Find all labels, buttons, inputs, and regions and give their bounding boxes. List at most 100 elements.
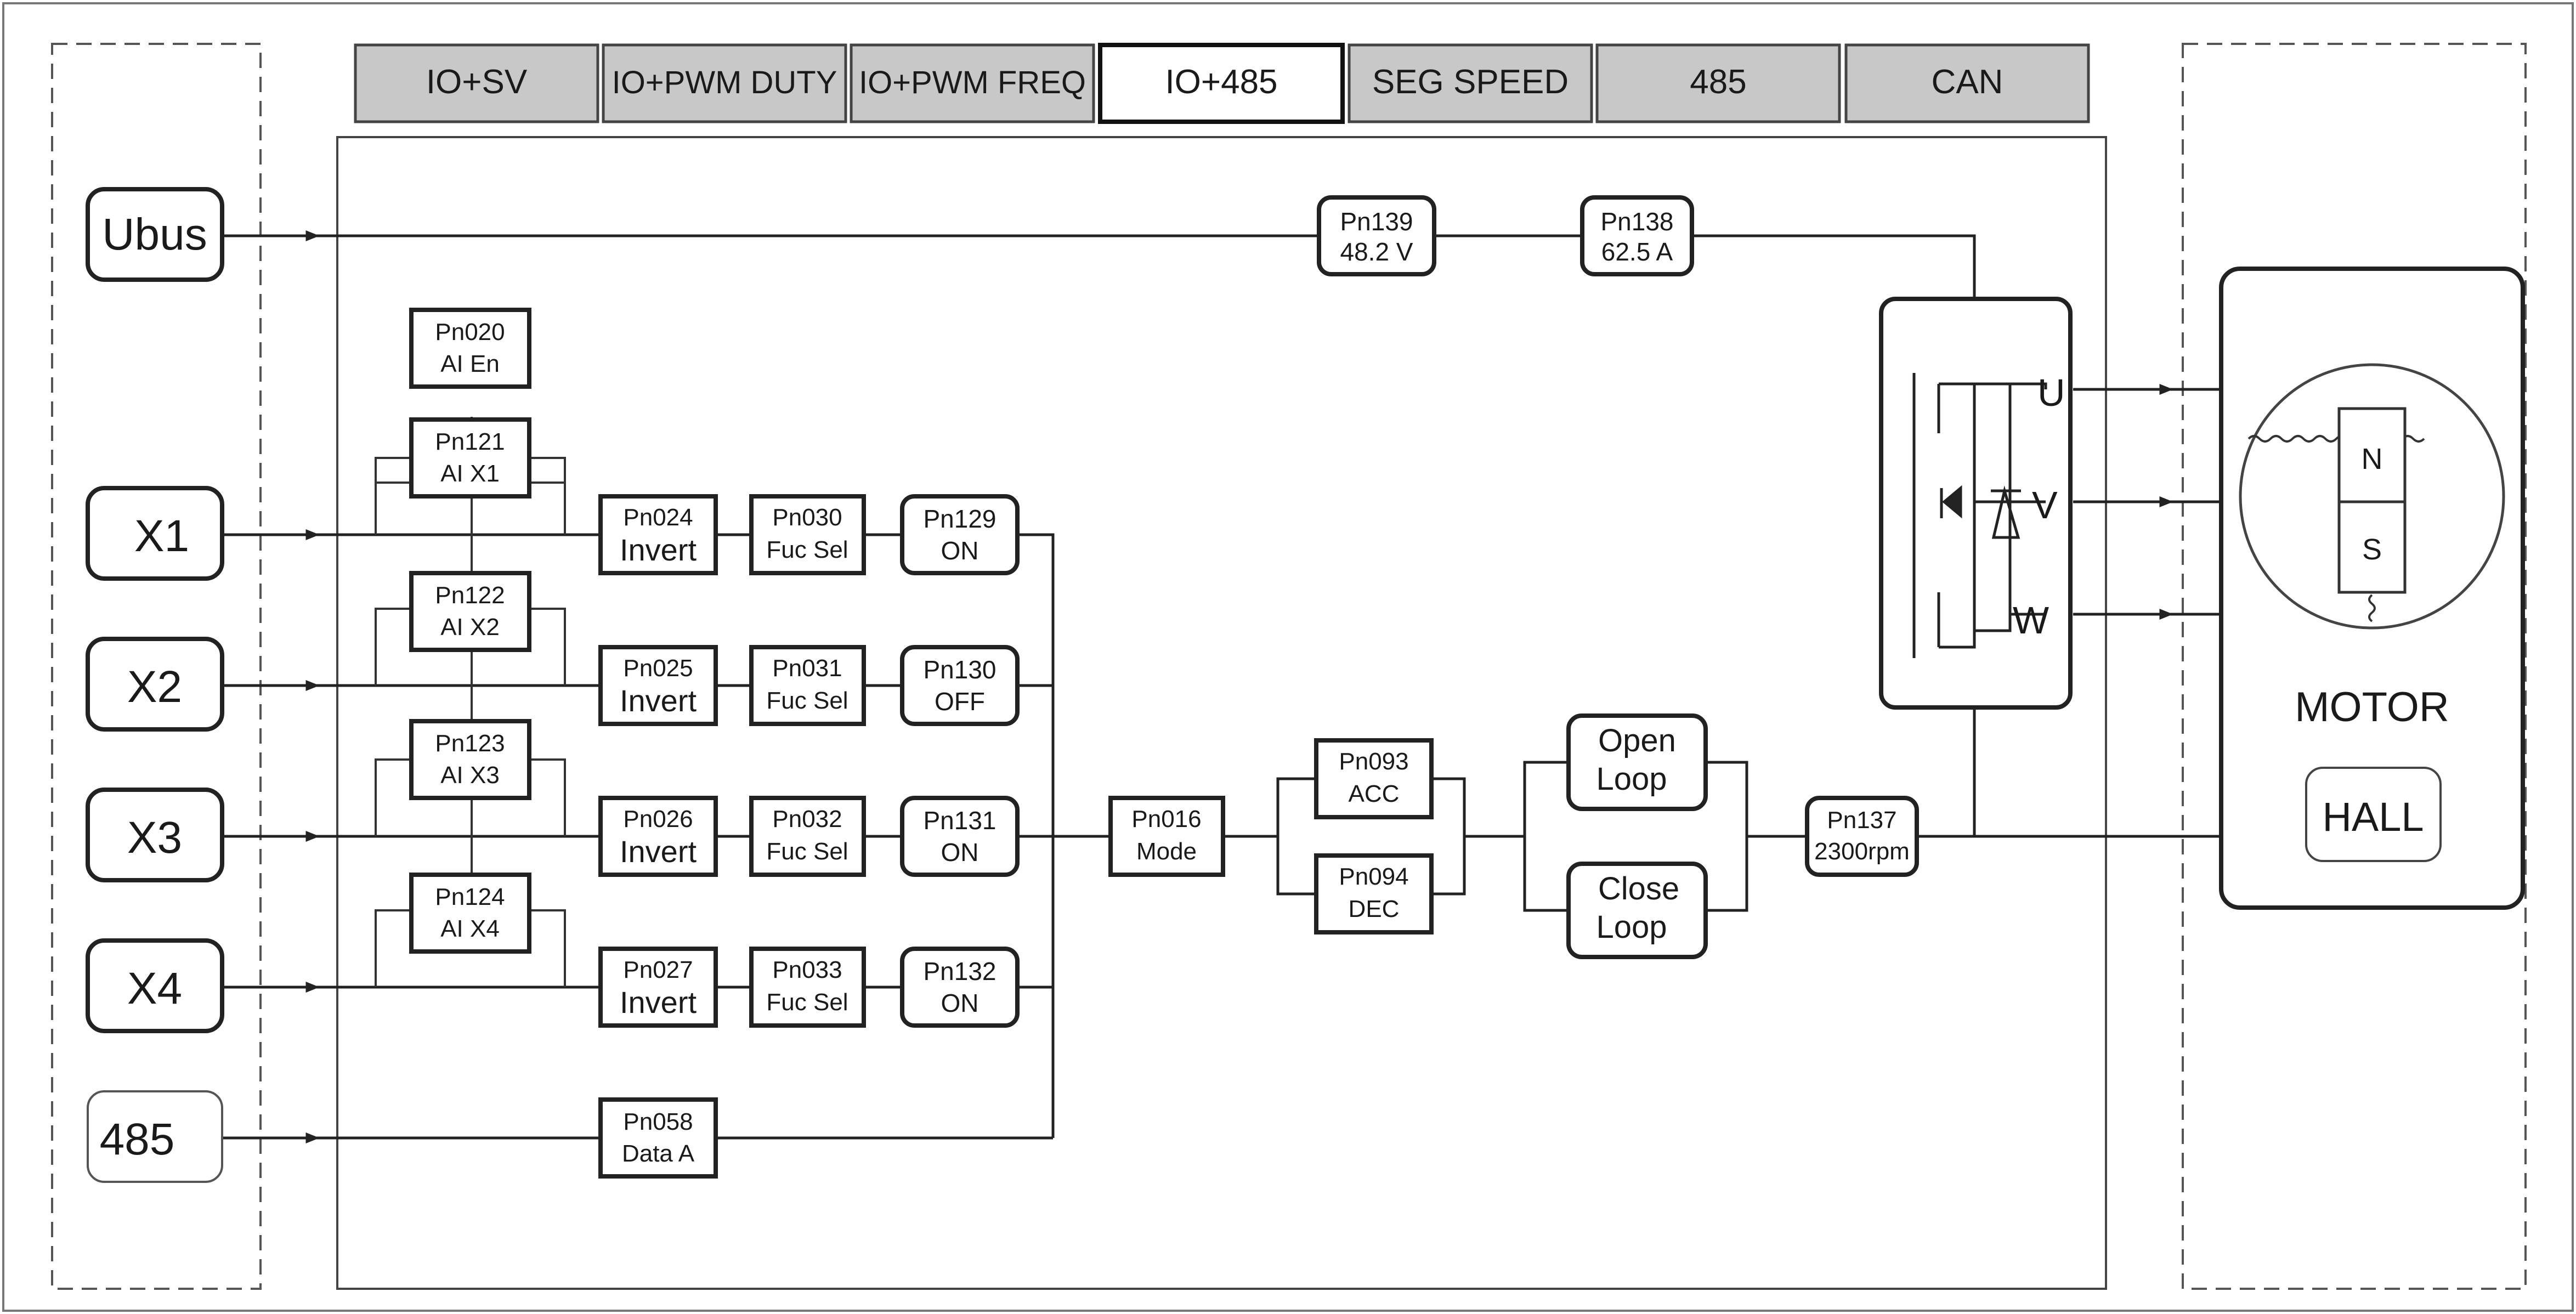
param-pn031[interactable]: Pn031 Fuc Sel	[749, 645, 866, 726]
param-pn058[interactable]: Pn058 Data A	[598, 1097, 718, 1179]
phase-u-label: U	[2037, 371, 2065, 414]
param-pn026[interactable]: Pn026 Invert	[598, 796, 718, 877]
tab-seg-speed[interactable]: SEG SPEED	[1348, 43, 1593, 123]
param-value: ON	[941, 989, 979, 1017]
param-value: ON	[941, 536, 979, 565]
tab-io-485[interactable]: IO+485	[1098, 43, 1345, 124]
param-value: Data A	[622, 1140, 695, 1167]
terminal-label: Ubus	[102, 209, 207, 259]
terminal-label: 485	[100, 1114, 175, 1164]
param-pn124[interactable]: Pn124 AI X4	[409, 873, 531, 954]
param-value: AI X3	[440, 762, 500, 789]
param-pn016[interactable]: Pn016 Mode	[1108, 796, 1225, 877]
tab-label: IO+485	[1165, 63, 1277, 101]
loop-label-line1: Close	[1598, 871, 1679, 907]
input-x3: X3	[86, 788, 224, 882]
hall-label: HALL	[2322, 794, 2424, 840]
param-code: Pn139	[1340, 207, 1413, 236]
param-value: Fuc Sel	[766, 838, 848, 865]
param-code: Pn031	[772, 655, 842, 682]
motor-title: MOTOR	[2295, 684, 2449, 730]
param-pn138[interactable]: Pn138 62.5 A	[1580, 195, 1694, 276]
param-code: Pn025	[623, 655, 693, 682]
param-pn123[interactable]: Pn123 AI X3	[409, 719, 531, 800]
param-pn020[interactable]: Pn020 AI En	[409, 308, 531, 389]
tab-can[interactable]: CAN	[1844, 43, 2090, 123]
param-value: Fuc Sel	[766, 687, 848, 714]
close-loop-block[interactable]: Close Loop	[1566, 862, 1708, 959]
input-x1: X1	[86, 486, 224, 581]
terminal-label: X4	[127, 964, 182, 1013]
param-code: Pn020	[435, 319, 505, 346]
pole-n-label: N	[2362, 443, 2383, 475]
param-pn032[interactable]: Pn032 Fuc Sel	[749, 796, 866, 877]
pole-s-label: S	[2362, 533, 2382, 566]
hall-sensor	[2305, 767, 2442, 862]
terminal-label: X1	[134, 511, 189, 561]
param-pn030[interactable]: Pn030 Fuc Sel	[749, 494, 866, 575]
param-code: Pn130	[923, 655, 996, 684]
mode-tabs: IO+SV IO+PWM DUTY IO+PWM FREQ IO+485 SEG…	[354, 43, 2090, 124]
param-pn033[interactable]: Pn033 Fuc Sel	[749, 947, 866, 1028]
param-pn027[interactable]: Pn027 Invert	[598, 947, 718, 1028]
param-pn131[interactable]: Pn131 ON	[900, 796, 1020, 877]
pole-n	[2337, 407, 2407, 503]
param-code: Pn094	[1339, 863, 1408, 890]
tab-label: IO+SV	[426, 63, 528, 101]
tab-io-pwm-duty[interactable]: IO+PWM DUTY	[602, 43, 847, 123]
param-value: AI X4	[440, 915, 500, 942]
inverter-bridge: U V W	[1879, 297, 2073, 710]
tab-label: SEG SPEED	[1372, 63, 1569, 101]
param-code: Pn138	[1600, 207, 1673, 236]
tab-label: 485	[1690, 63, 1746, 101]
param-code: Pn131	[923, 806, 996, 835]
terminal-label: X2	[127, 662, 182, 712]
param-value: 48.2 V	[1340, 237, 1413, 266]
tab-io-sv[interactable]: IO+SV	[354, 43, 599, 123]
pole-s	[2337, 500, 2407, 594]
param-value: OFF	[935, 687, 985, 716]
motor-zone	[2182, 43, 2527, 1290]
open-loop-block[interactable]: Open Loop	[1566, 713, 1708, 811]
param-pn137[interactable]: Pn137 2300rpm	[1805, 796, 1919, 877]
param-pn093[interactable]: Pn093 ACC	[1314, 738, 1434, 819]
param-pn122[interactable]: Pn122 AI X2	[409, 571, 531, 652]
param-pn024[interactable]: Pn024 Invert	[598, 494, 718, 575]
loop-label-line2: Loop	[1596, 909, 1667, 945]
param-pn094[interactable]: Pn094 DEC	[1314, 853, 1434, 934]
input-ubus: Ubus	[86, 187, 224, 282]
tab-label: IO+PWM DUTY	[612, 65, 837, 100]
wiring	[219, 230, 2221, 1143]
param-pn139[interactable]: Pn139 48.2 V	[1317, 195, 1436, 276]
param-code: Pn030	[772, 504, 842, 531]
param-value: Fuc Sel	[766, 536, 848, 563]
loop-label-line1: Open	[1598, 723, 1676, 758]
param-pn121[interactable]: Pn121 AI X1	[409, 417, 531, 499]
param-value: Invert	[620, 985, 697, 1020]
phase-v-label: V	[2032, 484, 2058, 526]
param-code: Pn122	[435, 582, 505, 609]
param-code: Pn123	[435, 730, 505, 757]
param-value: AI X1	[440, 460, 500, 487]
param-code: Pn027	[623, 956, 693, 983]
phase-w-label: W	[2013, 599, 2049, 642]
tab-io-pwm-freq[interactable]: IO+PWM FREQ	[850, 43, 1095, 123]
loop-label-line2: Loop	[1596, 761, 1667, 797]
param-pn130[interactable]: Pn130 OFF	[900, 645, 1020, 726]
param-value: Fuc Sel	[766, 989, 848, 1016]
param-pn129[interactable]: Pn129 ON	[900, 494, 1020, 575]
input-zone	[51, 43, 262, 1290]
param-pn132[interactable]: Pn132 ON	[900, 947, 1020, 1028]
tab-485[interactable]: 485	[1595, 43, 1841, 123]
param-code: Pn124	[435, 883, 505, 910]
param-code: Pn016	[1131, 806, 1201, 832]
param-code: Pn033	[772, 956, 842, 983]
param-value: 62.5 A	[1601, 237, 1673, 266]
tab-label: IO+PWM FREQ	[859, 65, 1086, 100]
param-pn025[interactable]: Pn025 Invert	[598, 645, 718, 726]
param-code: Pn032	[772, 806, 842, 832]
input-x4: X4	[86, 938, 224, 1033]
param-value: DEC	[1349, 896, 1400, 922]
